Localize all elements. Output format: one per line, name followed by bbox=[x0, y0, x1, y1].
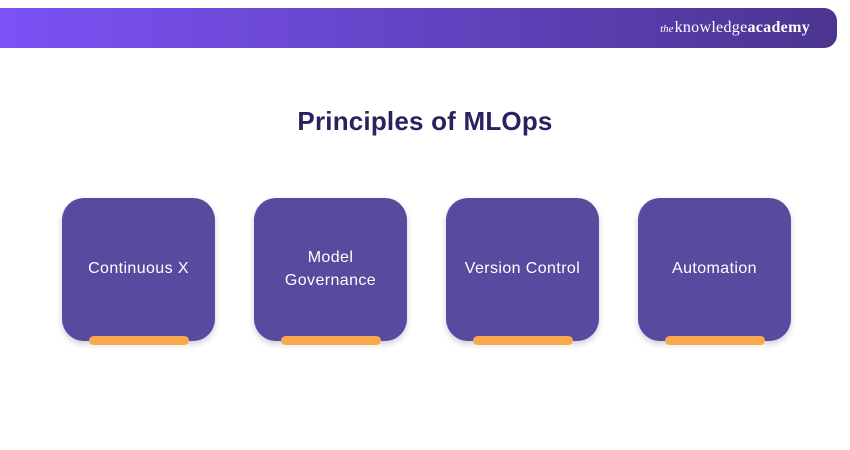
principles-cards-row: Continuous X Model Governance Version Co… bbox=[62, 198, 792, 345]
brand-logo-the: the bbox=[660, 23, 674, 35]
brand-logo-knowledge: knowledge bbox=[674, 19, 748, 36]
card-label: Model Governance bbox=[284, 249, 377, 289]
card-label: Version Control bbox=[464, 260, 581, 278]
brand-logo-academy: academy bbox=[747, 19, 810, 36]
card-label: Continuous X bbox=[88, 260, 189, 278]
card-accent-bar bbox=[472, 336, 573, 345]
card-version-control: Version Control bbox=[446, 198, 599, 345]
card-label: Automation bbox=[672, 260, 757, 278]
card-accent-bar bbox=[88, 336, 189, 345]
card-model-governance: Model Governance bbox=[254, 198, 407, 345]
card-continuous-x: Continuous X bbox=[62, 198, 215, 345]
card-accent-bar bbox=[280, 336, 381, 345]
card-accent-bar bbox=[664, 336, 765, 345]
card-automation: Automation bbox=[638, 198, 791, 345]
page-title: Principles of MLOps bbox=[297, 106, 553, 136]
